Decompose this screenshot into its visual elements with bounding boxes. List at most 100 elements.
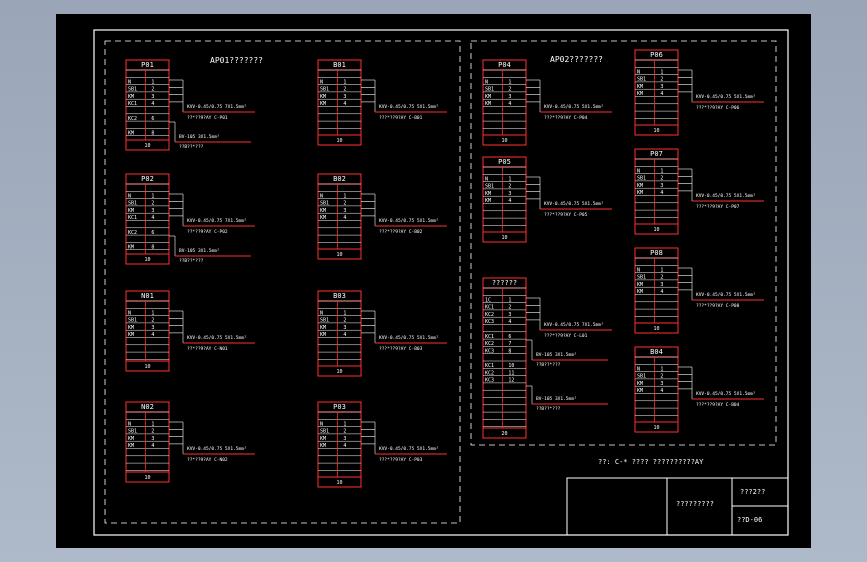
cable-ref: ???*??9?AY C-B03 [379,346,423,352]
terminal-box-title: B02 [333,175,346,183]
cable-spec: KVV-0.45/0.75 7X1.5mm² [187,218,247,224]
terminal-label: KM [637,84,643,90]
terminal-label: KM [637,381,643,387]
cable-spec: KVV-0.45/0.75 5X1.5mm² [696,94,756,100]
terminal-number: 3 [343,208,346,214]
terminal-number: 4 [508,101,511,107]
cable-spec: KVV-0.45/0.75 5X1.5mm² [187,446,247,452]
cable-ref: ???*??9?AY C-L01 [544,333,588,339]
terminal-number: 2 [343,429,346,435]
terminal-label: KM [637,183,643,189]
terminal-number: 2 [151,429,154,435]
terminal-number: 3 [343,94,346,100]
terminal-label: N [128,193,131,199]
terminal-box-title: P07 [650,150,663,158]
terminal-number: 2 [343,87,346,93]
terminal-label: KC2 [128,230,137,236]
terminal-number: 7 [508,341,511,347]
terminal-number: 2 [660,275,663,281]
terminal-number: 8 [151,130,154,136]
terminal-number: 2 [660,77,663,83]
terminal-last: 10 [144,143,150,149]
cable-ref-3: ??B??*??? [536,406,561,412]
terminal-label: KM [320,325,326,331]
terminal-number: 10 [508,363,514,369]
terminal-number: 8 [508,348,511,354]
terminal-number: 4 [343,332,346,338]
terminal-number: 4 [508,198,511,204]
terminal-label: SB1 [320,318,329,324]
terminal-label: KC1 [485,305,494,311]
cable-ref-2: ??B??*??? [536,362,561,368]
terminal-number: 11 [508,370,514,376]
terminal-label: KM [320,443,326,449]
cable-spec-3: BV-105 3X1.5mm² [536,396,577,402]
terminal-last: 10 [144,257,150,263]
terminal-last: 10 [336,369,342,375]
terminal-label: KM [320,101,326,107]
terminal-label: SB1 [320,429,329,435]
cable-spec: KVV-0.45/0.75 5X1.5mm² [544,104,604,110]
cable-spec: KVV-0.45/0.75 5X1.5mm² [696,193,756,199]
terminal-number: 3 [343,436,346,442]
terminal-number: 4 [343,101,346,107]
terminal-last: 10 [653,227,659,233]
terminal-number: 1 [660,267,663,273]
terminal-label: KC2 [485,312,494,318]
terminal-number: 3 [508,191,511,197]
title-block: ????????? ???2?? ??D-06 [566,477,789,536]
cable-ref: ??*??9?AY C-N01 [187,346,228,352]
cable-ref: ???*??9?AY C-P08 [696,303,740,309]
terminal-label: KM [637,91,643,97]
title-drawing-name: ????????? [676,500,714,508]
model-space [56,14,811,548]
terminal-label: N [320,310,323,316]
terminal-number: 4 [660,91,663,97]
terminal-last: 10 [501,235,507,241]
terminal-number: 1 [508,297,511,303]
terminal-box-title: N01 [141,292,154,300]
terminal-number: 3 [151,436,154,442]
terminal-number: 1 [151,79,154,85]
terminal-number: 3 [660,381,663,387]
terminal-label: KM [637,388,643,394]
section-ap01 [104,40,461,524]
terminal-number: 8 [151,244,154,250]
terminal-label: KM [485,101,491,107]
terminal-number: 6 [151,230,154,236]
cable-ref: ??*??9?AY C-N02 [187,457,228,463]
cable-ref-2: ??B??*??? [179,144,204,150]
terminal-label: SB1 [320,87,329,93]
terminal-label: N [485,79,488,85]
cable-ref: ???*??9?AY C-B02 [379,229,423,235]
terminal-label: KM [128,332,134,338]
terminal-last: 10 [144,364,150,370]
terminal-label: SB1 [485,184,494,190]
cable-spec: KVV-0.45/0.75 5X1.5mm² [379,335,439,341]
terminal-number: 1 [151,193,154,199]
section-right-title: AP02??????? [550,55,603,64]
terminal-number: 3 [660,183,663,189]
drawing-frame [93,29,789,536]
terminal-number: 12 [508,378,514,384]
terminal-number: 3 [151,325,154,331]
cable-spec-2: BV-105 3X1.5mm² [179,134,220,140]
cable-spec: KVV-0.45/0.75 5X1.5mm² [379,104,439,110]
terminal-number: 4 [660,388,663,394]
terminal-label: KM [128,130,134,136]
terminal-number: 4 [151,443,154,449]
terminal-label: N [128,79,131,85]
terminal-box-title: P02 [141,175,154,183]
cable-ref: ??*??9?AY C-P02 [187,229,228,235]
terminal-number: 4 [343,443,346,449]
terminal-label: KM [128,208,134,214]
terminal-last: 10 [653,326,659,332]
terminal-label: KM [128,436,134,442]
terminal-last: 20 [501,431,507,437]
terminal-label: KM [485,94,491,100]
terminal-box-title: B03 [333,292,346,300]
cable-spec: KVV-0.45/0.75 5X1.5mm² [696,292,756,298]
section-ap02 [470,40,777,446]
